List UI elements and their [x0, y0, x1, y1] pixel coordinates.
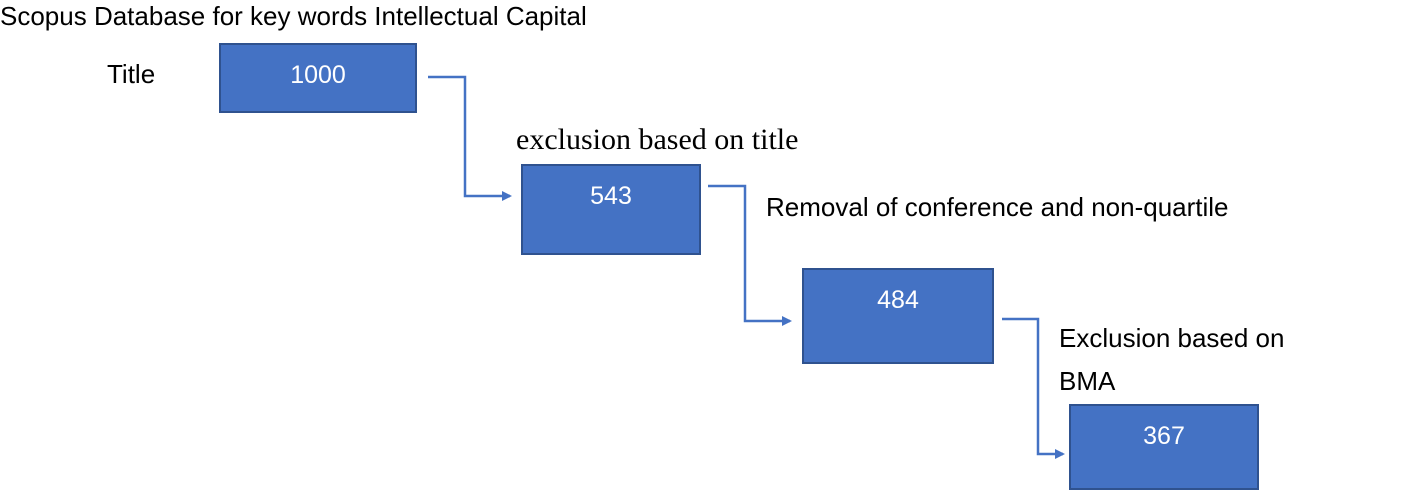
connector-arrow-484-to-367	[1002, 317, 1065, 459]
diagram-heading: Scopus Database for key words Intellectu…	[0, 1, 587, 31]
step-box-484: 484	[802, 268, 994, 364]
step-box-367: 367	[1069, 404, 1259, 490]
connector-arrow-543-to-484	[708, 184, 792, 326]
step-label-exclusion-bma-line1: Exclusion based on	[1059, 323, 1285, 353]
step-box-1000: 1000	[219, 43, 417, 113]
step-count: 543	[590, 182, 632, 210]
step-count: 1000	[290, 61, 346, 89]
step-label-exclusion-bma-line2: BMA	[1059, 366, 1116, 396]
title-stage-label: Title	[107, 59, 156, 89]
step-count: 367	[1143, 422, 1185, 450]
step-label-exclusion-title: exclusion based on title	[516, 123, 799, 156]
step-label-removal-conference: Removal of conference and non-quartile	[766, 192, 1229, 222]
step-count: 484	[877, 286, 919, 314]
step-box-543: 543	[521, 164, 701, 255]
connector-arrow-1000-to-543	[428, 75, 512, 201]
